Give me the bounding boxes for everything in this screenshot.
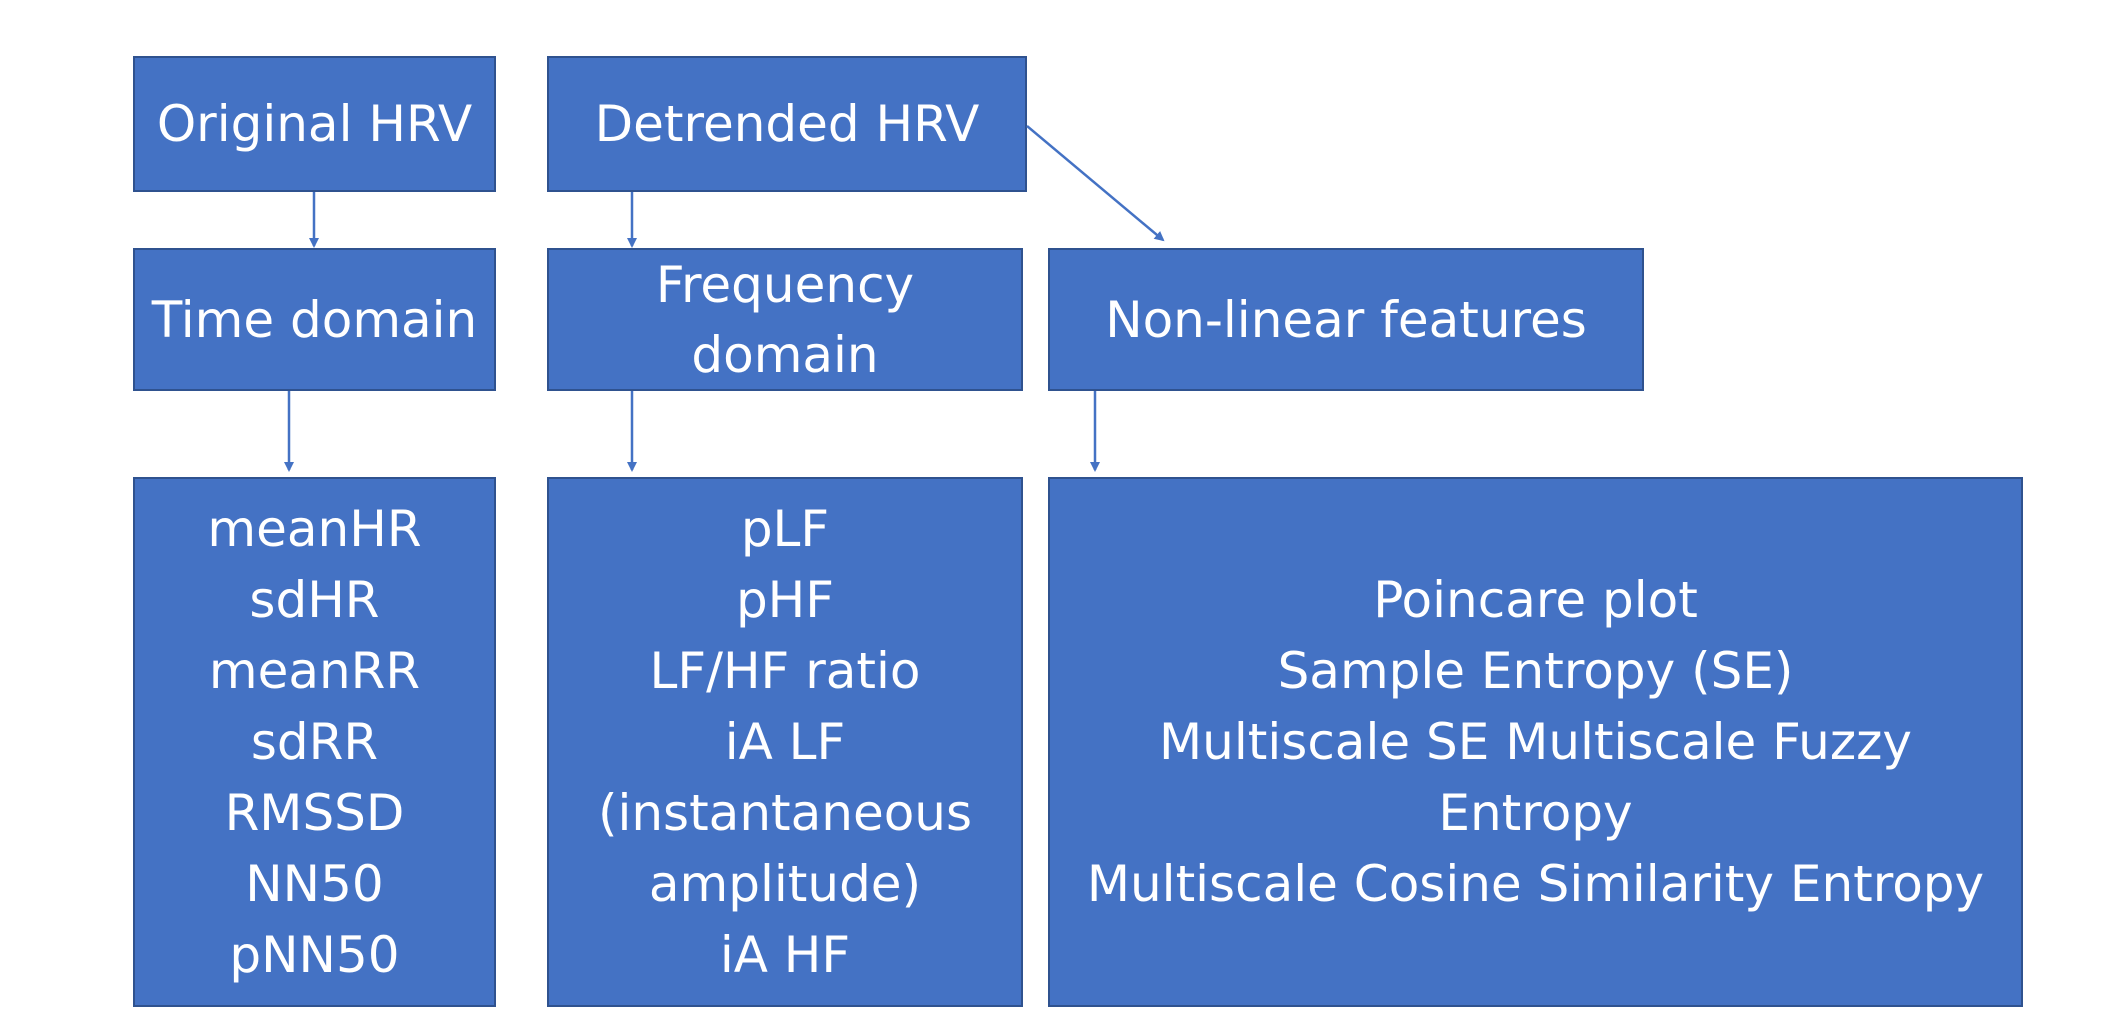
time-feature-item: meanRR	[208, 641, 421, 700]
nonlinear-feature-item: Sample Entropy (SE)	[1277, 641, 1794, 700]
frequency-feature-item: amplitude)	[648, 854, 922, 913]
nonlinear-feature-item: Poincare plot	[1373, 570, 1698, 629]
frequency-domain-label-line2: domain	[691, 325, 879, 384]
frequency-domain-box: Frequency domain	[547, 248, 1023, 391]
nonlinear-features-box: Non-linear features	[1048, 248, 1644, 391]
time-feature-item: NN50	[245, 854, 384, 913]
time-domain-label: Time domain	[151, 290, 478, 349]
arrow-detrended-to-nonlinear	[1026, 125, 1165, 242]
original-hrv-box: Original HRV	[133, 56, 496, 192]
time-feature-item: sdRR	[250, 712, 379, 771]
original-hrv-label: Original HRV	[156, 95, 473, 153]
time-feature-item: meanHR	[207, 499, 422, 558]
detrended-hrv-box: Detrended HRV	[547, 56, 1027, 192]
time-domain-box: Time domain	[133, 248, 496, 391]
detrended-hrv-label: Detrended HRV	[594, 95, 980, 153]
frequency-feature-item: pHF	[735, 570, 835, 629]
nonlinear-features-list-box: Poincare plot Sample Entropy (SE) Multis…	[1048, 477, 2023, 1007]
time-feature-item: sdHR	[249, 570, 380, 629]
time-feature-item: pNN50	[229, 925, 400, 984]
frequency-feature-item: iA LF	[724, 712, 846, 771]
nonlinear-feature-item: Multiscale Cosine Similarity Entropy	[1086, 854, 1985, 913]
time-features-box: meanHR sdHR meanRR sdRR RMSSD NN50 pNN50	[133, 477, 496, 1007]
nonlinear-features-label: Non-linear features	[1105, 290, 1587, 349]
frequency-feature-item: (instantaneous	[597, 783, 973, 842]
frequency-feature-item: pLF	[740, 499, 830, 558]
frequency-feature-item: LF/HF ratio	[649, 641, 921, 700]
time-feature-item: RMSSD	[224, 783, 405, 842]
frequency-features-box: pLF pHF LF/HF ratio iA LF (instantaneous…	[547, 477, 1023, 1007]
frequency-domain-label-line1: Frequency	[655, 255, 915, 314]
nonlinear-feature-item: Multiscale SE Multiscale Fuzzy	[1159, 712, 1912, 771]
frequency-feature-item: iA HF	[719, 925, 851, 984]
nonlinear-feature-item: Entropy	[1438, 783, 1633, 842]
